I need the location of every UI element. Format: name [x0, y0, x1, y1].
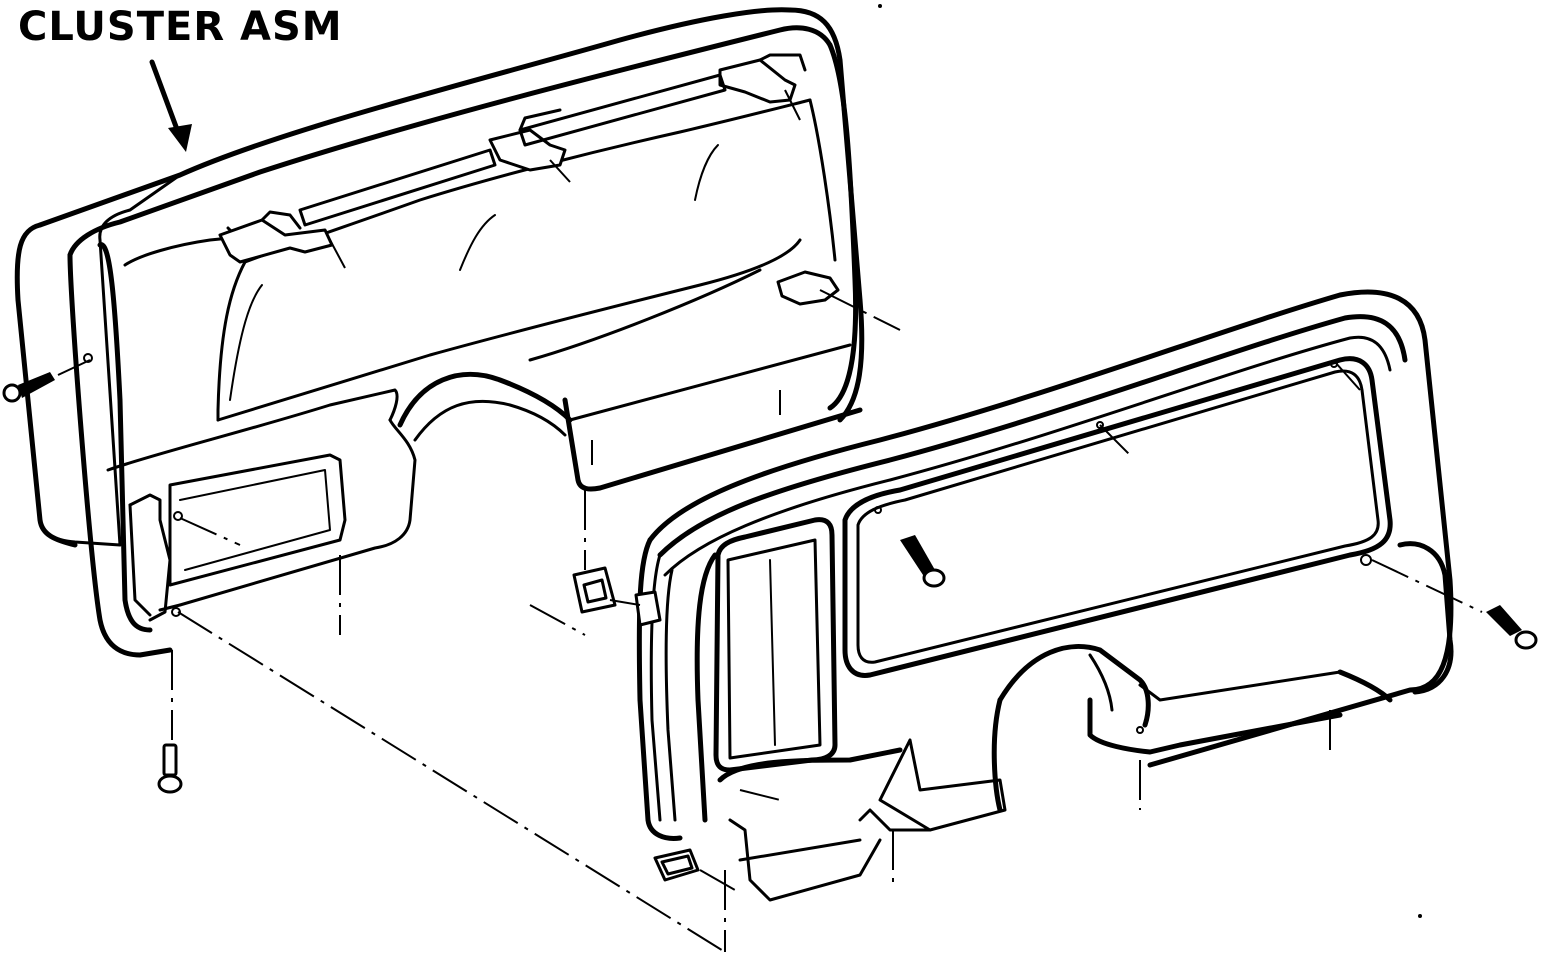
stray-dot [878, 4, 882, 8]
bezel-mount-tab [634, 590, 662, 627]
alignment-leaders [57, 89, 1483, 953]
retainer-clip-4 [776, 270, 840, 306]
cluster-housing [14, 7, 865, 658]
screw-bottom-left [157, 743, 183, 794]
retainer-clip-2 [488, 108, 567, 172]
callout-arrow [149, 59, 192, 152]
cluster-bezel [634, 289, 1454, 902]
screw-left-side [2, 372, 55, 403]
clip-nut-left [572, 566, 617, 614]
retainer-clip-3 [718, 53, 807, 104]
screw-bezel-right [1486, 605, 1538, 650]
retainer-clip-1 [218, 210, 334, 264]
callout-cluster-asm: CLUSTER ASM [18, 4, 343, 50]
stray-dot [1418, 914, 1422, 918]
screw-bezel-window [900, 535, 946, 588]
clip-nut-bottom [653, 848, 700, 882]
